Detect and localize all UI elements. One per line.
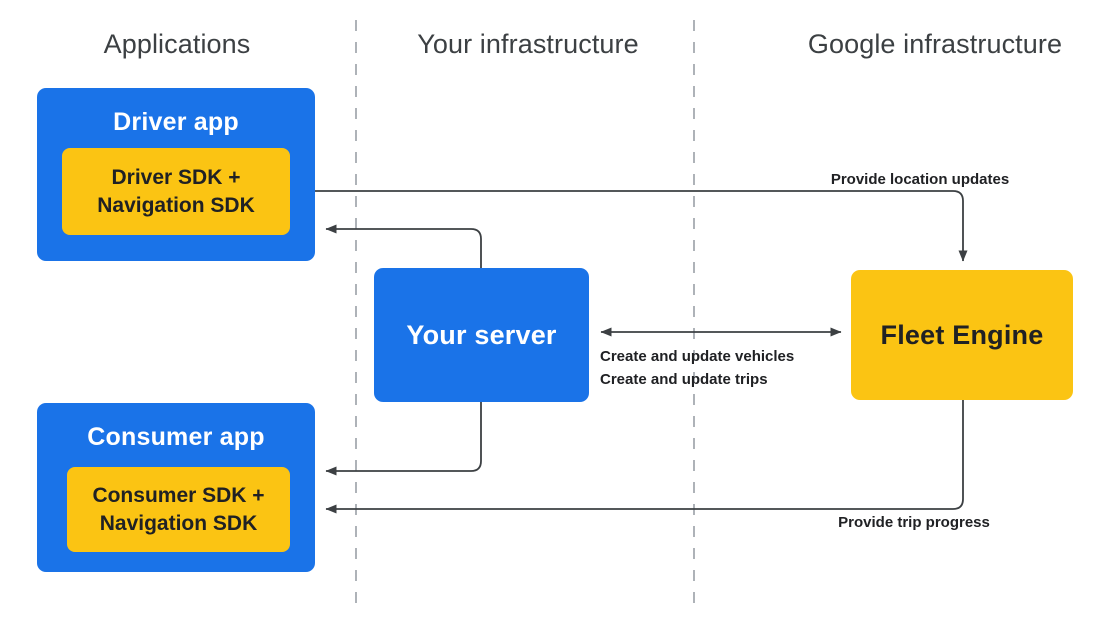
consumer-app-title: Consumer app [87,423,265,451]
label-provide-location-updates: Provide location updates [830,171,1010,188]
wire-your-server-to-consumer-app [325,402,482,476]
column-header-applications: Applications [103,29,251,59]
column-header-your-infrastructure: Your infrastructure [417,29,639,59]
node-fleet-engine[interactable]: Fleet Engine [851,270,1073,400]
driver-app-title: Driver app [113,108,239,136]
label-create-update-line-2: Create and update trips [600,371,768,389]
label-create-update: Create and update vehicles Create and up… [600,345,794,392]
your-server-label: Your server [406,319,557,350]
wire-fleet-engine-to-consumer-sdk [325,400,964,514]
consumer-sdk-line-1: Consumer SDK + [92,483,265,507]
wire-driver-sdk-to-fleet-engine [290,190,968,262]
node-your-server[interactable]: Your server [374,268,589,402]
consumer-sdk-line-2: Navigation SDK [99,511,258,535]
driver-sdk-line-2: Navigation SDK [97,193,255,217]
node-driver-sdk[interactable]: Driver SDK + Navigation SDK [62,148,290,235]
fleet-engine-label: Fleet Engine [880,319,1044,350]
label-create-update-line-1: Create and update vehicles [600,348,795,365]
label-provide-trip-progress: Provide trip progress [838,514,990,531]
driver-sdk-line-1: Driver SDK + [111,165,241,189]
node-consumer-sdk[interactable]: Consumer SDK + Navigation SDK [67,467,290,552]
column-header-google-infrastructure: Google infrastructure [807,29,1063,59]
wire-your-server-to-driver-app [325,224,482,268]
